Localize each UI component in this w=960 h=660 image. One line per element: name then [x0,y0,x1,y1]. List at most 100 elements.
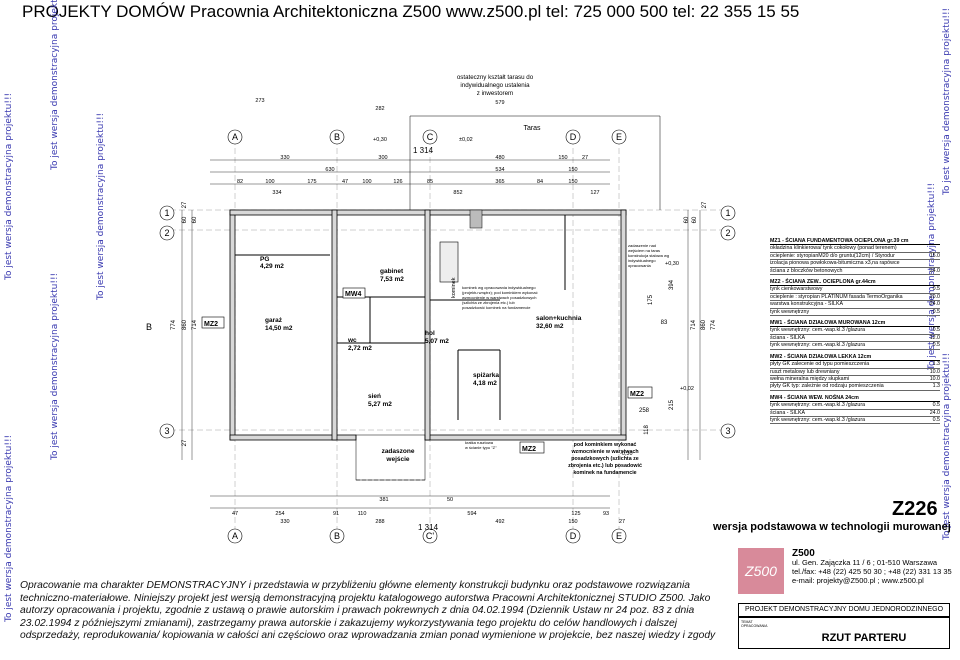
svg-text:85: 85 [427,179,433,185]
svg-text:175: 175 [307,179,316,185]
terrace-label: Taras [523,125,541,132]
room-name: wc [347,337,357,344]
svg-text:47: 47 [342,179,348,185]
svg-text:ostateczny kształt tarasu do: ostateczny kształt tarasu do [457,74,534,81]
svg-text:60: 60 [192,216,198,223]
watermark-left: To jest wersja demonstracyjna projektu!!… [96,112,106,300]
svg-text:1 314: 1 314 [413,146,434,155]
svg-text:852: 852 [453,190,462,196]
svg-text:zadaszenie nad: zadaszenie nad [628,243,656,248]
room-name: gabinet [380,268,404,275]
axis-label: E [616,132,622,142]
axis-label: 3 [725,426,730,436]
room-area: 7,53 m2 [380,276,404,283]
svg-text:pod kominkiem wykonać: pod kominkiem wykonać [574,442,637,448]
legend-mw1: MW1 - ŚCIANA DZIAŁOWA MUROWANA 12cm tynk… [770,320,940,350]
svg-text:480: 480 [495,155,504,161]
room-name: sień [368,393,381,400]
svg-text:posadzkowić kominek na fundame: posadzkowić kominek na fundamencie [462,305,531,310]
svg-text:60: 60 [182,216,188,223]
room-area: 4,18 m2 [473,380,497,387]
contact-info: Z500 ul. Gen. Zajączka 11 / 6 ; 01-510 W… [792,548,952,586]
axis-label: B [334,531,340,541]
svg-text:50: 50 [447,497,453,503]
svg-text:714: 714 [691,319,697,330]
floor-plan: A B C D E A B C' D E 1 2 3 1 2 3 B 273 2… [146,74,736,544]
project-code: Z226 [892,498,938,520]
svg-text:posadzkowych (szlichta ze: posadzkowych (szlichta ze [571,456,638,462]
axis-label: 3 [164,426,169,436]
page-header: PROJEKTY DOMÓW Pracownia Architektoniczn… [22,2,800,21]
watermark-left: To jest wersja demonstracyjna projektu!!… [50,0,60,170]
svg-text:118: 118 [644,425,650,435]
wall-tag: MW4 [345,291,361,298]
room-name: garaż [265,317,283,324]
svg-text:365: 365 [495,179,504,185]
svg-text:273: 273 [255,98,264,104]
svg-text:konstrukcja stalowa wg: konstrukcja stalowa wg [628,253,669,258]
svg-text:534: 534 [495,167,504,173]
svg-text:+0,30: +0,30 [665,261,679,267]
svg-text:kominek: kominek [451,277,457,298]
svg-text:91: 91 [333,511,339,517]
svg-text:127: 127 [590,190,599,196]
disclaimer-text: Opracowanie ma charakter DEMONSTRACYJNY … [20,580,716,642]
legend-mz1: MZ1 - ŚCIANA FUNDAMENTOWA OCIEPLONA gr.3… [770,238,940,276]
svg-text:860: 860 [182,319,188,330]
axis-label: 1 [725,208,730,218]
svg-text:394: 394 [669,279,675,290]
svg-text:27: 27 [182,201,188,208]
wall-legend: MZ1 - ŚCIANA FUNDAMENTOWA OCIEPLONA gr.3… [770,238,940,428]
svg-text:wejście: wejście [385,456,410,463]
legend-mz2: MZ2 - ŚCIANA ZEW.. OCIEPLONA gr.44cm tyn… [770,279,940,317]
svg-text:330: 330 [280,155,289,161]
svg-text:150: 150 [568,179,577,185]
axis-label: 2 [164,228,169,238]
svg-text:27: 27 [582,155,588,161]
svg-text:258: 258 [639,408,650,414]
svg-text:330: 330 [280,519,289,525]
room-name: salon+kuchnia [536,315,582,322]
room-area: 4,29 m2 [260,263,284,270]
svg-text:kominek wg opracowania indywid: kominek wg opracowania indywidualnego [462,285,536,290]
svg-text:288: 288 [375,519,384,525]
svg-text:860: 860 [701,319,707,330]
room-name: PG [260,256,269,263]
svg-text:254: 254 [275,511,284,517]
svg-text:334: 334 [272,190,281,196]
svg-text:594: 594 [467,511,476,517]
watermark-right: To jest wersja demonstracyjna projektu!!… [942,352,952,540]
room-area: 5,27 m2 [368,401,392,408]
svg-text:84: 84 [537,179,543,185]
wall-tag: MZ2 [522,446,536,453]
axis-label: A [232,531,238,541]
svg-text:774: 774 [171,319,177,330]
z500-logo: Z500 [738,548,784,594]
wall-tag: MZ2 [630,391,644,398]
svg-text:579: 579 [495,100,504,106]
svg-text:wejściem na taras: wejściem na taras [628,248,660,253]
svg-text:60: 60 [692,216,698,223]
svg-text:wzmocnienie w warstwach: wzmocnienie w warstwach [570,449,638,455]
svg-text:kominek na fundamencie: kominek na fundamencie [573,470,636,476]
axis-label: C' [426,531,434,541]
svg-text:47: 47 [232,511,238,517]
axis-label: 2 [725,228,730,238]
svg-text:27: 27 [619,519,625,525]
svg-text:1 314: 1 314 [418,523,439,532]
room-name: hol [425,330,435,337]
version-label: wersja podstawowa w technologii murowane… [713,521,951,533]
svg-text:93: 93 [603,511,609,517]
axis-label: 1 [164,208,169,218]
svg-text:714: 714 [192,319,198,330]
room-area: 5,07 m2 [425,338,449,345]
section-mark: B [146,322,152,332]
room-area: 2,72 m2 [348,345,372,352]
svg-text:83: 83 [661,320,668,326]
watermark-left: To jest wersja demonstracyjna projektu!!… [50,272,60,460]
svg-text:opracowania: opracowania [628,263,651,268]
svg-text:zadaszone: zadaszone [382,448,415,455]
watermark-left: To jest wersja demonstracyjna projektu!!… [4,434,14,622]
svg-text:150: 150 [568,167,577,173]
